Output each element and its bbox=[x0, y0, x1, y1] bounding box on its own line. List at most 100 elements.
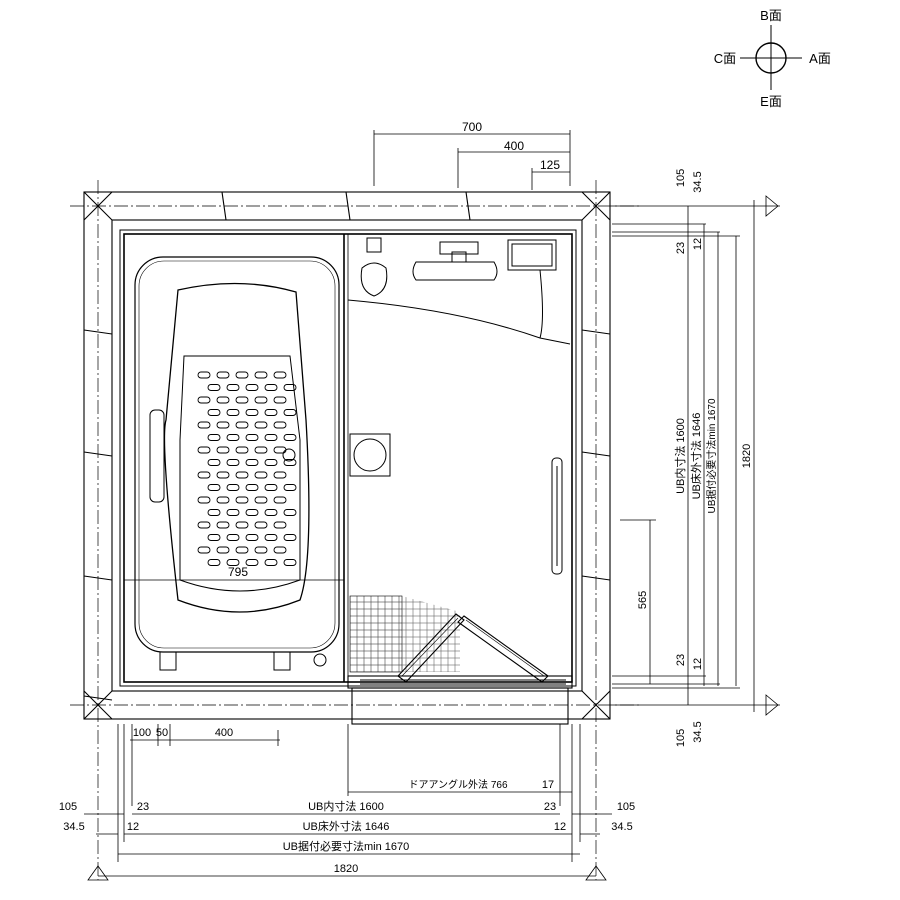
mat-slot bbox=[235, 496, 249, 504]
mat-slot bbox=[207, 459, 221, 466]
floor-grid-hatch bbox=[349, 595, 403, 673]
mat-slot bbox=[254, 546, 268, 554]
bottom-dim-105-left: 105 bbox=[59, 801, 77, 813]
mat-slot bbox=[254, 421, 268, 429]
mat-slot bbox=[283, 434, 297, 441]
right-dim-12-top: 12 bbox=[692, 238, 704, 250]
mat-slot bbox=[226, 434, 240, 441]
mat-slot bbox=[216, 471, 230, 479]
top-dim-400: 400 bbox=[504, 139, 524, 153]
mat-slot bbox=[226, 509, 240, 516]
orientation-compass bbox=[740, 25, 802, 90]
mat-slot bbox=[235, 371, 249, 379]
mat-slot bbox=[273, 546, 287, 554]
mat-slot bbox=[283, 409, 297, 416]
mat-slot bbox=[197, 546, 211, 554]
mat-slot bbox=[245, 559, 259, 566]
right-ub-install-dim: UB据付必要寸法min 1670 bbox=[705, 398, 718, 513]
mat-slot bbox=[273, 421, 287, 429]
bottom-dim-12-left: 12 bbox=[127, 821, 139, 833]
mat-slot bbox=[264, 484, 278, 491]
mat-slot bbox=[216, 496, 230, 504]
mat-slot bbox=[216, 421, 230, 429]
bottom-dim-105-right: 105 bbox=[617, 801, 635, 813]
right-dim-565: 565 bbox=[637, 591, 649, 609]
mat-slot bbox=[254, 371, 268, 379]
bottom-dim-23-right: 23 bbox=[544, 801, 556, 813]
compass-label-right: A面 bbox=[809, 51, 831, 66]
mat-slot bbox=[197, 496, 211, 504]
unit-bath-outline bbox=[119, 229, 577, 687]
mat-slot bbox=[216, 546, 230, 554]
bottom-door-frame-dim: ドアアングル外法 766 bbox=[408, 778, 508, 791]
top-dim-700: 700 bbox=[462, 120, 482, 134]
bottom-ub-inner-dim: UB内寸法 1600 bbox=[308, 799, 384, 813]
bottom-dim-1820: 1820 bbox=[334, 863, 358, 875]
mat-slot bbox=[264, 509, 278, 516]
mat-slot bbox=[235, 396, 249, 404]
mat-slot bbox=[245, 484, 259, 491]
mat-slot bbox=[207, 384, 221, 391]
mat-slot bbox=[235, 521, 249, 529]
mat-slot bbox=[273, 496, 287, 504]
faucet-and-shelf bbox=[347, 237, 571, 345]
mat-slot bbox=[226, 484, 240, 491]
mat-slot bbox=[264, 409, 278, 416]
mat-slot bbox=[283, 459, 297, 466]
right-dim-105-top: 105 bbox=[675, 169, 687, 187]
mat-slot bbox=[264, 434, 278, 441]
mat-slot bbox=[216, 371, 230, 379]
mat-slot bbox=[207, 484, 221, 491]
right-dim-23-top: 23 bbox=[675, 242, 687, 254]
right-dim-1820: 1820 bbox=[741, 444, 753, 468]
right-dim-34-5-bottom: 34.5 bbox=[692, 721, 704, 742]
bottom-ub-outer-dim: UB床外寸法 1646 bbox=[303, 819, 390, 833]
right-ub-outer-dim: UB床外寸法 1646 bbox=[689, 413, 703, 500]
top-dim-125: 125 bbox=[540, 158, 560, 172]
bottom-ub-install-dim: UB据付必要寸法min 1670 bbox=[283, 839, 410, 853]
mat-slot bbox=[207, 534, 221, 541]
wall-centerlines bbox=[70, 180, 640, 880]
mat-slot bbox=[283, 559, 297, 566]
mat-slot bbox=[245, 459, 259, 466]
mat-slot bbox=[254, 496, 268, 504]
mat-slot bbox=[264, 534, 278, 541]
mat-slot bbox=[197, 371, 211, 379]
mat-slot bbox=[197, 521, 211, 529]
bottom-dim-12-right: 12 bbox=[554, 821, 566, 833]
bathtub-mat-slots bbox=[197, 371, 297, 566]
outer-wall-frame bbox=[83, 191, 611, 720]
bottom-dim-23-left: 23 bbox=[137, 801, 149, 813]
bottom-dim-34-5-right: 34.5 bbox=[611, 821, 632, 833]
mat-slot bbox=[254, 521, 268, 529]
mat-slot bbox=[197, 421, 211, 429]
mat-slot bbox=[245, 409, 259, 416]
mat-slot bbox=[226, 409, 240, 416]
mat-slot bbox=[254, 396, 268, 404]
bottom-dim-100: 100 bbox=[133, 727, 151, 739]
mat-slot bbox=[273, 371, 287, 379]
right-dim-34-5-top: 34.5 bbox=[692, 171, 704, 192]
mat-slot bbox=[216, 446, 230, 454]
bottom-dimension-lines bbox=[84, 724, 612, 881]
mat-slot bbox=[283, 534, 297, 541]
right-dim-23-bottom: 23 bbox=[675, 654, 687, 666]
mat-slot bbox=[283, 484, 297, 491]
mat-slot bbox=[245, 434, 259, 441]
mat-slot bbox=[254, 446, 268, 454]
right-dim-12-bottom: 12 bbox=[692, 658, 704, 670]
compass-label-left: C面 bbox=[714, 51, 736, 66]
mat-slot bbox=[283, 384, 297, 391]
bathtub bbox=[134, 256, 340, 671]
mat-slot bbox=[207, 509, 221, 516]
mat-slot bbox=[207, 434, 221, 441]
mat-slot bbox=[207, 559, 221, 566]
mat-slot bbox=[273, 396, 287, 404]
mat-slot bbox=[245, 384, 259, 391]
top-dimension-lines bbox=[373, 130, 571, 190]
folding-door bbox=[347, 613, 573, 725]
mat-slot bbox=[197, 471, 211, 479]
compass-label-bottom: E面 bbox=[760, 94, 782, 109]
mat-slot bbox=[197, 396, 211, 404]
